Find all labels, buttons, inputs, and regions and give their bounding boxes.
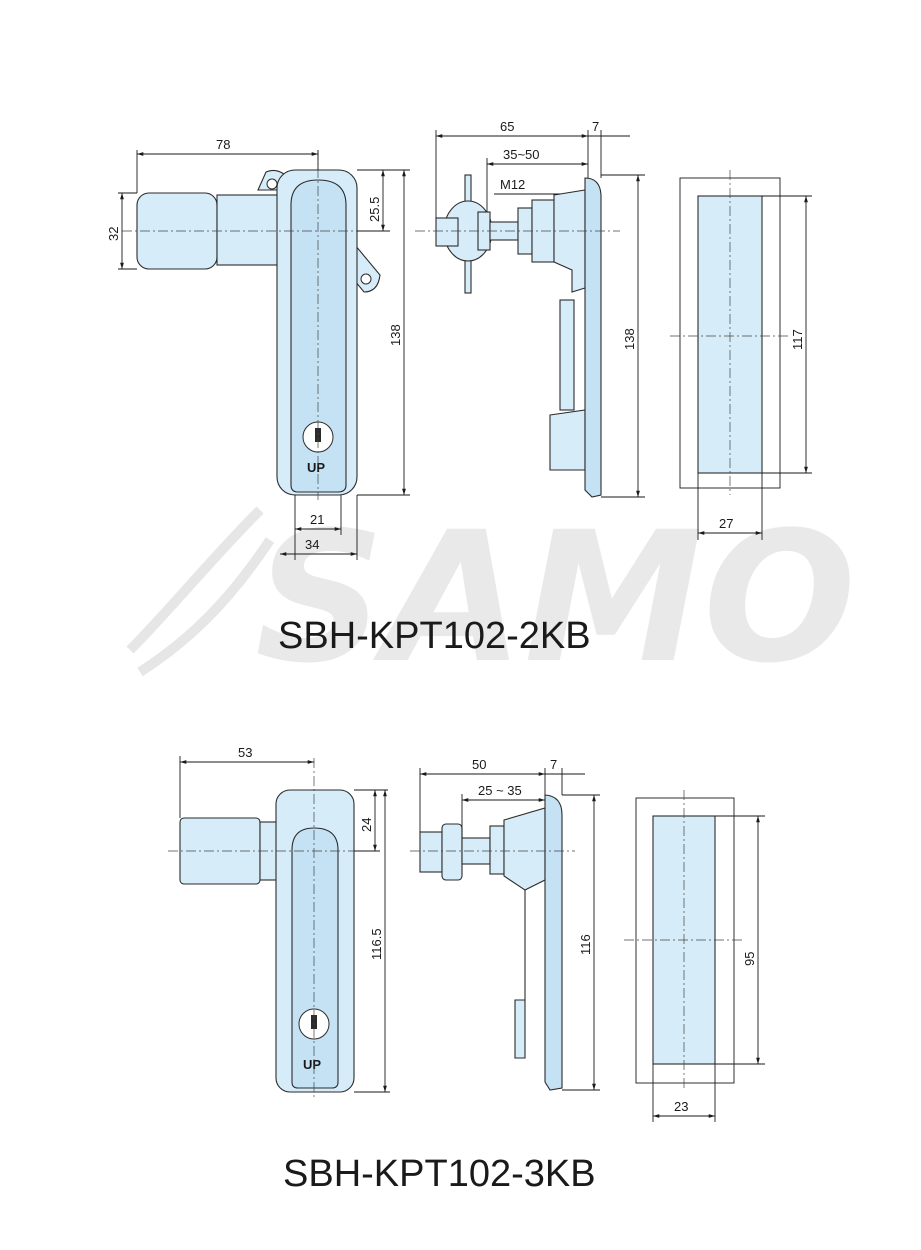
dim-depth-65: 65 — [500, 119, 514, 134]
inner-rail — [559, 299, 575, 411]
key-up-label-2: UP — [303, 1057, 321, 1072]
dim-depth-50: 50 — [472, 757, 486, 772]
side-view-2: 50 7 25 ~ 35 116 — [410, 757, 600, 1091]
hinge-hole — [360, 273, 372, 285]
key-up-label: UP — [307, 460, 325, 475]
dim-cutout-27: 27 — [719, 516, 733, 531]
dim-side-height-116: 116 — [578, 934, 593, 955]
dim-cutout-95: 95 — [742, 952, 757, 966]
dim-width-78: 78 — [216, 137, 230, 152]
dim-width-53: 53 — [238, 745, 252, 760]
lock-body-recess — [290, 179, 347, 493]
panel-outline-2 — [635, 797, 735, 1084]
front-view-2: UP 53 24 116.5 — [168, 745, 390, 1098]
dim-cutout-23: 23 — [674, 1099, 688, 1114]
dim-outer-34: 34 — [305, 537, 319, 552]
dim-offset-25-5: 25.5 — [367, 197, 382, 222]
model-title-1: SBH-KPT102-2KB — [278, 615, 591, 657]
dim-grip-range-2: 25 ~ 35 — [478, 783, 522, 798]
cutout-view-1: 117 27 — [670, 170, 812, 540]
dim-side-height-138: 138 — [622, 328, 637, 350]
drawing-1: UP 78 32 25.5 138 21 34 — [106, 119, 812, 657]
dim-cutout-117: 117 — [790, 329, 805, 350]
shaft-nut-2 — [489, 825, 505, 875]
drawing-2: UP 53 24 116.5 — [168, 745, 765, 1195]
housing — [553, 189, 586, 293]
dim-flange-7: 7 — [592, 119, 599, 134]
keyhole-slot-2 — [311, 1015, 317, 1029]
side-view-1: 65 7 35~50 M12 138 — [415, 119, 645, 498]
dim-height-138: 138 — [388, 324, 403, 346]
cutout-view-2: 95 23 — [624, 790, 765, 1122]
housing-2 — [503, 807, 546, 1059]
dim-handle-32: 32 — [106, 227, 121, 241]
lock-body-recess-2 — [291, 827, 339, 1089]
model-title-2: SBH-KPT102-3KB — [283, 1153, 596, 1195]
samo-watermark-logo: SAMO — [126, 494, 856, 703]
dim-thread-m12: M12 — [500, 177, 525, 192]
dim-inner-21: 21 — [310, 512, 324, 527]
watermark-text: SAMO — [255, 494, 856, 703]
nut-end — [435, 217, 459, 247]
dim-height-116-5: 116.5 — [369, 928, 384, 960]
dim-flange-7-2: 7 — [550, 757, 557, 772]
nut-end-2 — [419, 831, 443, 873]
body-lower — [549, 409, 586, 471]
dim-offset-24: 24 — [359, 818, 374, 832]
lug-hole — [266, 178, 278, 190]
dim-grip-range: 35~50 — [503, 147, 540, 162]
flange-plate-2 — [544, 794, 563, 1091]
front-view-1: UP 78 32 25.5 138 21 34 — [106, 137, 410, 560]
flange-plate — [584, 177, 602, 498]
cam-washer-2 — [441, 823, 463, 881]
handle-arm — [216, 194, 288, 266]
